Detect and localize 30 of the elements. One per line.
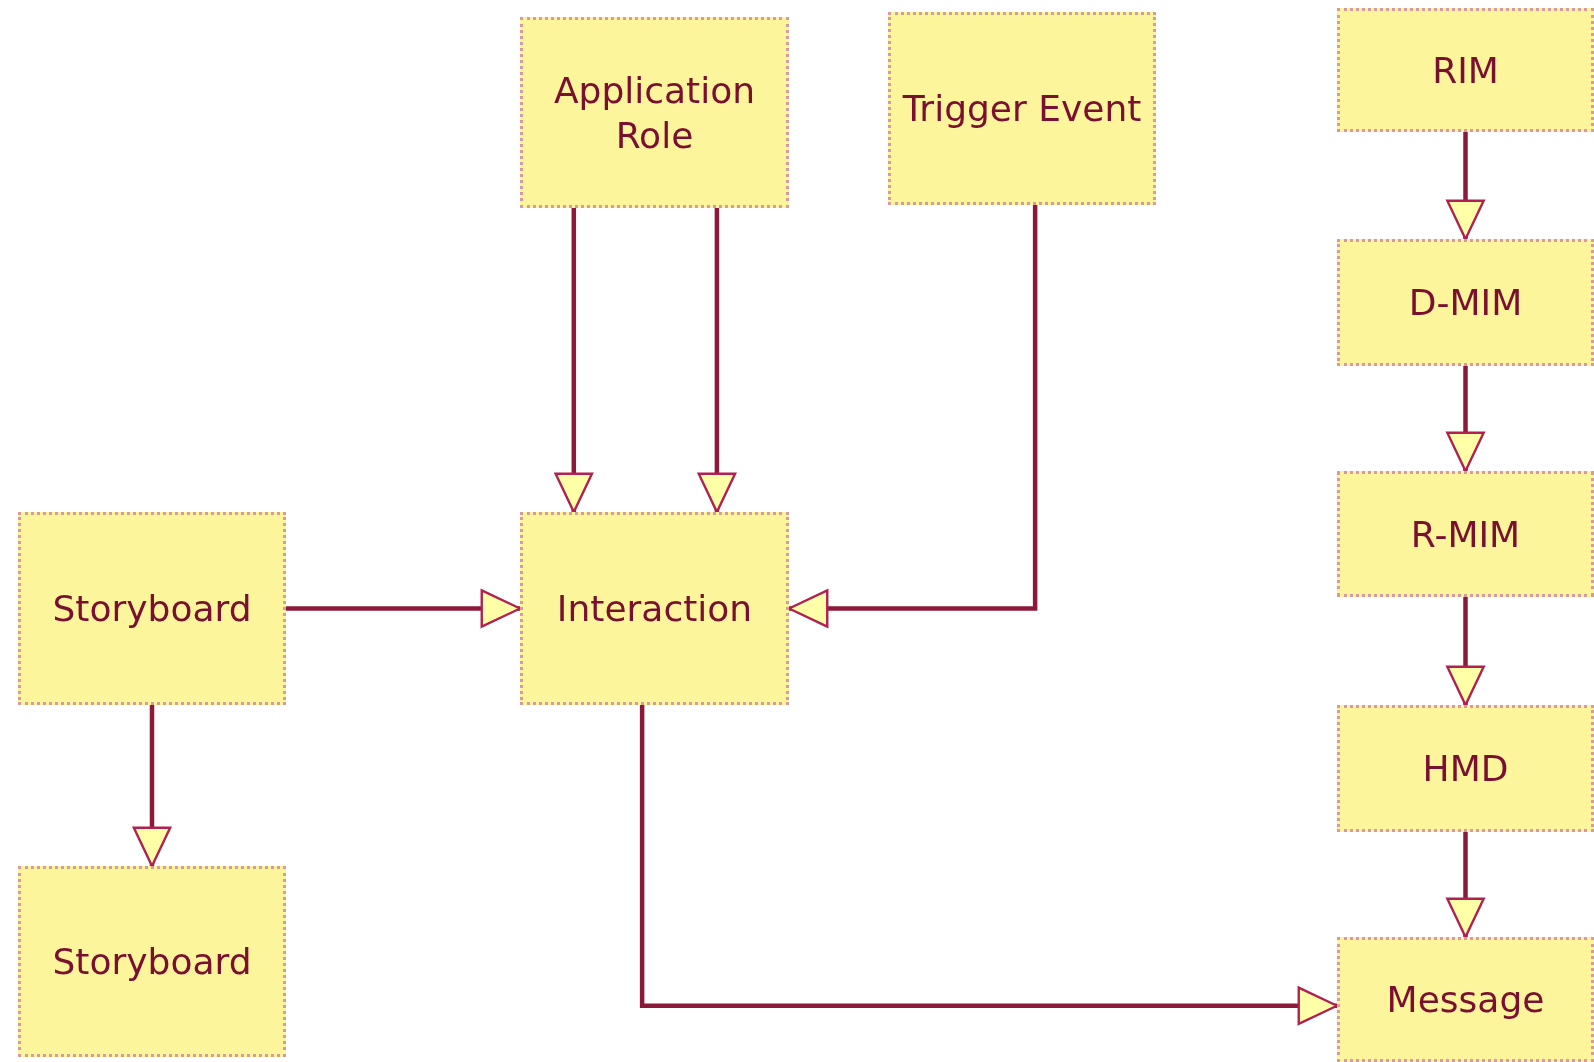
process-box [520, 512, 789, 705]
process-box [18, 512, 286, 705]
process-box [1337, 705, 1594, 832]
box-label: Storyboard [52, 940, 252, 984]
box-label: Application Role [552, 68, 757, 158]
arrow [554, 208, 594, 514]
arrow [639, 705, 1339, 1026]
process-box [1337, 471, 1594, 597]
box-label: Interaction [556, 587, 753, 631]
arrow [132, 705, 172, 868]
arrow [787, 205, 1038, 628]
box-label: RIM [1432, 48, 1499, 93]
process-box [1337, 239, 1594, 366]
box-label: Trigger Event [902, 87, 1142, 131]
process-box [1337, 8, 1594, 132]
box-label: R-MIM [1410, 512, 1521, 557]
arrow [286, 589, 522, 628]
arrow [1446, 132, 1485, 241]
arrow [1446, 597, 1485, 707]
box-label: HMD [1422, 747, 1509, 791]
process-box [1337, 937, 1594, 1062]
arrow [697, 208, 737, 514]
box-label: D-MIM [1408, 281, 1523, 325]
box-label: Storyboard [52, 587, 252, 631]
box-label: Message [1386, 978, 1545, 1022]
process-box [520, 17, 789, 208]
process-box [18, 866, 286, 1057]
arrow [1446, 832, 1485, 939]
process-box [888, 12, 1156, 205]
arrow [1446, 366, 1485, 473]
